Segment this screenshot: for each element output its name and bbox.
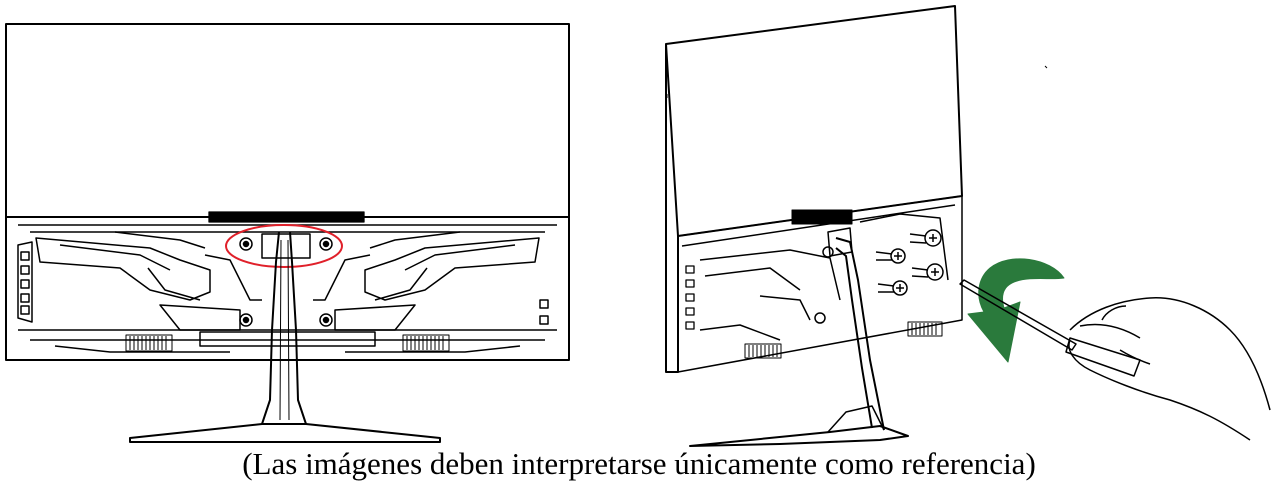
vesa-screw-holes xyxy=(239,237,333,327)
stand-mount xyxy=(261,233,311,259)
side-ports-perspective xyxy=(685,265,695,330)
stand-base-perspective xyxy=(689,425,909,447)
side-ports xyxy=(17,241,549,325)
vesa-holes-perspective xyxy=(814,246,834,324)
screwdriver-icon xyxy=(959,279,1141,377)
top-vent xyxy=(208,211,365,223)
reference-caption: (Las imágenes deben interpretarse únicam… xyxy=(242,446,1036,481)
back-cover-design xyxy=(18,224,557,353)
highlight-ellipse xyxy=(225,224,343,268)
stand-neck-perspective xyxy=(835,237,885,431)
bottom-vents xyxy=(125,334,450,352)
hand xyxy=(1068,297,1271,441)
monitor-side-view-screwdriver xyxy=(665,5,1271,447)
screws xyxy=(875,229,944,296)
stand-neck xyxy=(261,231,307,425)
back-cover-perspective xyxy=(677,195,963,373)
monitor-rear-view xyxy=(5,23,570,443)
monitor-panel xyxy=(5,23,570,361)
stand-base xyxy=(129,423,441,443)
bottom-vents-perspective xyxy=(744,321,943,359)
